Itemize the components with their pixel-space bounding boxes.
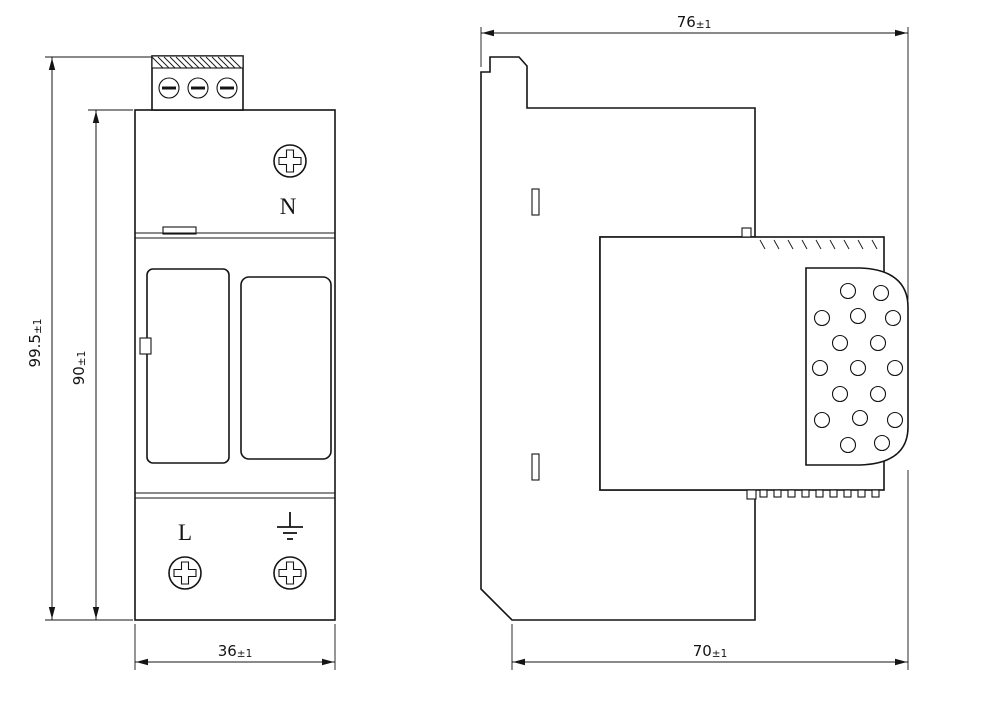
ventilation-holes	[811, 282, 904, 454]
dim-front-width-tol: ±1	[237, 648, 252, 660]
svg-text:99.5±1: 99.5±1	[26, 319, 44, 368]
svg-text:90±1: 90±1	[70, 351, 88, 386]
terminal-label-n: N	[280, 194, 297, 219]
dimension-bottom-depth: 70±1	[511, 470, 909, 670]
fin-ticks	[759, 239, 878, 250]
dim-body-height-value: 90	[70, 366, 88, 385]
protection-module-right	[240, 276, 332, 460]
dimension-front-width: 36±1	[134, 624, 336, 670]
dim-body-height-tol: ±1	[76, 351, 88, 366]
side-view	[480, 56, 909, 621]
svg-text:76±1: 76±1	[677, 13, 712, 31]
dimension-top-depth: 76±1	[480, 13, 909, 300]
earth-ground-icon	[277, 512, 303, 540]
protection-module-left	[146, 268, 230, 464]
slotted-screw-icon	[216, 77, 238, 99]
dim-overall-height-value: 99.5	[26, 334, 44, 367]
dim-bottom-depth-value: 70	[693, 642, 712, 660]
vent-slot	[531, 188, 540, 216]
terminal-label-l: L	[178, 520, 192, 545]
latch-tab	[162, 226, 197, 235]
slotted-screw-icon	[187, 77, 209, 99]
front-view: N L	[134, 55, 336, 621]
phillips-screw-icon	[273, 144, 307, 178]
terminal-hatch	[151, 56, 242, 69]
slotted-screw-icon	[158, 77, 180, 99]
status-indicator-window	[139, 337, 152, 355]
phillips-screw-icon	[168, 556, 202, 590]
dim-top-depth-tol: ±1	[696, 19, 711, 31]
vent-slot	[531, 453, 540, 481]
dim-front-width-value: 36	[218, 642, 237, 660]
release-latch	[741, 227, 752, 238]
dim-bottom-depth-tol: ±1	[712, 648, 727, 660]
svg-text:36±1: 36±1	[218, 642, 253, 660]
dimension-overall-height: 99.5±1	[26, 56, 152, 621]
terminal-block	[151, 55, 244, 111]
release-latch	[746, 489, 757, 500]
dim-overall-height-tol: ±1	[32, 319, 44, 334]
dim-top-depth-value: 76	[677, 13, 696, 31]
dimension-body-height: 90±1	[70, 109, 133, 620]
comb-teeth	[759, 489, 880, 498]
svg-text:70±1: 70±1	[693, 642, 728, 660]
phillips-screw-icon	[273, 556, 307, 590]
